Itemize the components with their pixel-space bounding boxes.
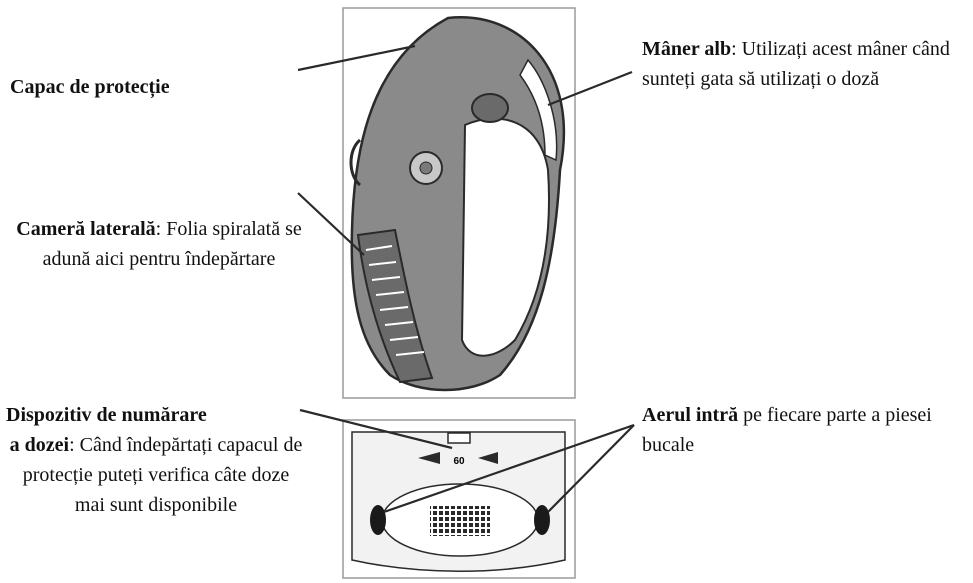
label-cap-bold: Capac de protecție: [10, 76, 170, 98]
label-air-bold: Aerul intră: [642, 404, 738, 426]
label-protective-cap: Capac de protecție: [10, 72, 300, 102]
mouthpiece-view: [352, 432, 565, 571]
label-side-bold: Cameră laterală: [16, 218, 155, 240]
label-counter-bold-2: a dozei: [10, 434, 69, 456]
label-handle-bold: Mâner alb: [642, 38, 731, 60]
dose-counter-display: 60: [453, 456, 465, 467]
leader-handle: [548, 72, 632, 105]
label-white-handle: Mâner alb: Utilizați acest mâner când su…: [642, 34, 952, 94]
label-air-intake: Aerul intră pe fiecare parte a piesei bu…: [642, 400, 972, 460]
label-dose-counter: Dispozitiv de numărarea dozei: Când înde…: [6, 400, 306, 520]
label-side-chamber: Cameră laterală: Folia spiralată se adun…: [14, 214, 304, 274]
inhaler-side-view: [351, 17, 564, 390]
label-counter-bold-1: Dispozitiv de numărare: [6, 400, 306, 430]
